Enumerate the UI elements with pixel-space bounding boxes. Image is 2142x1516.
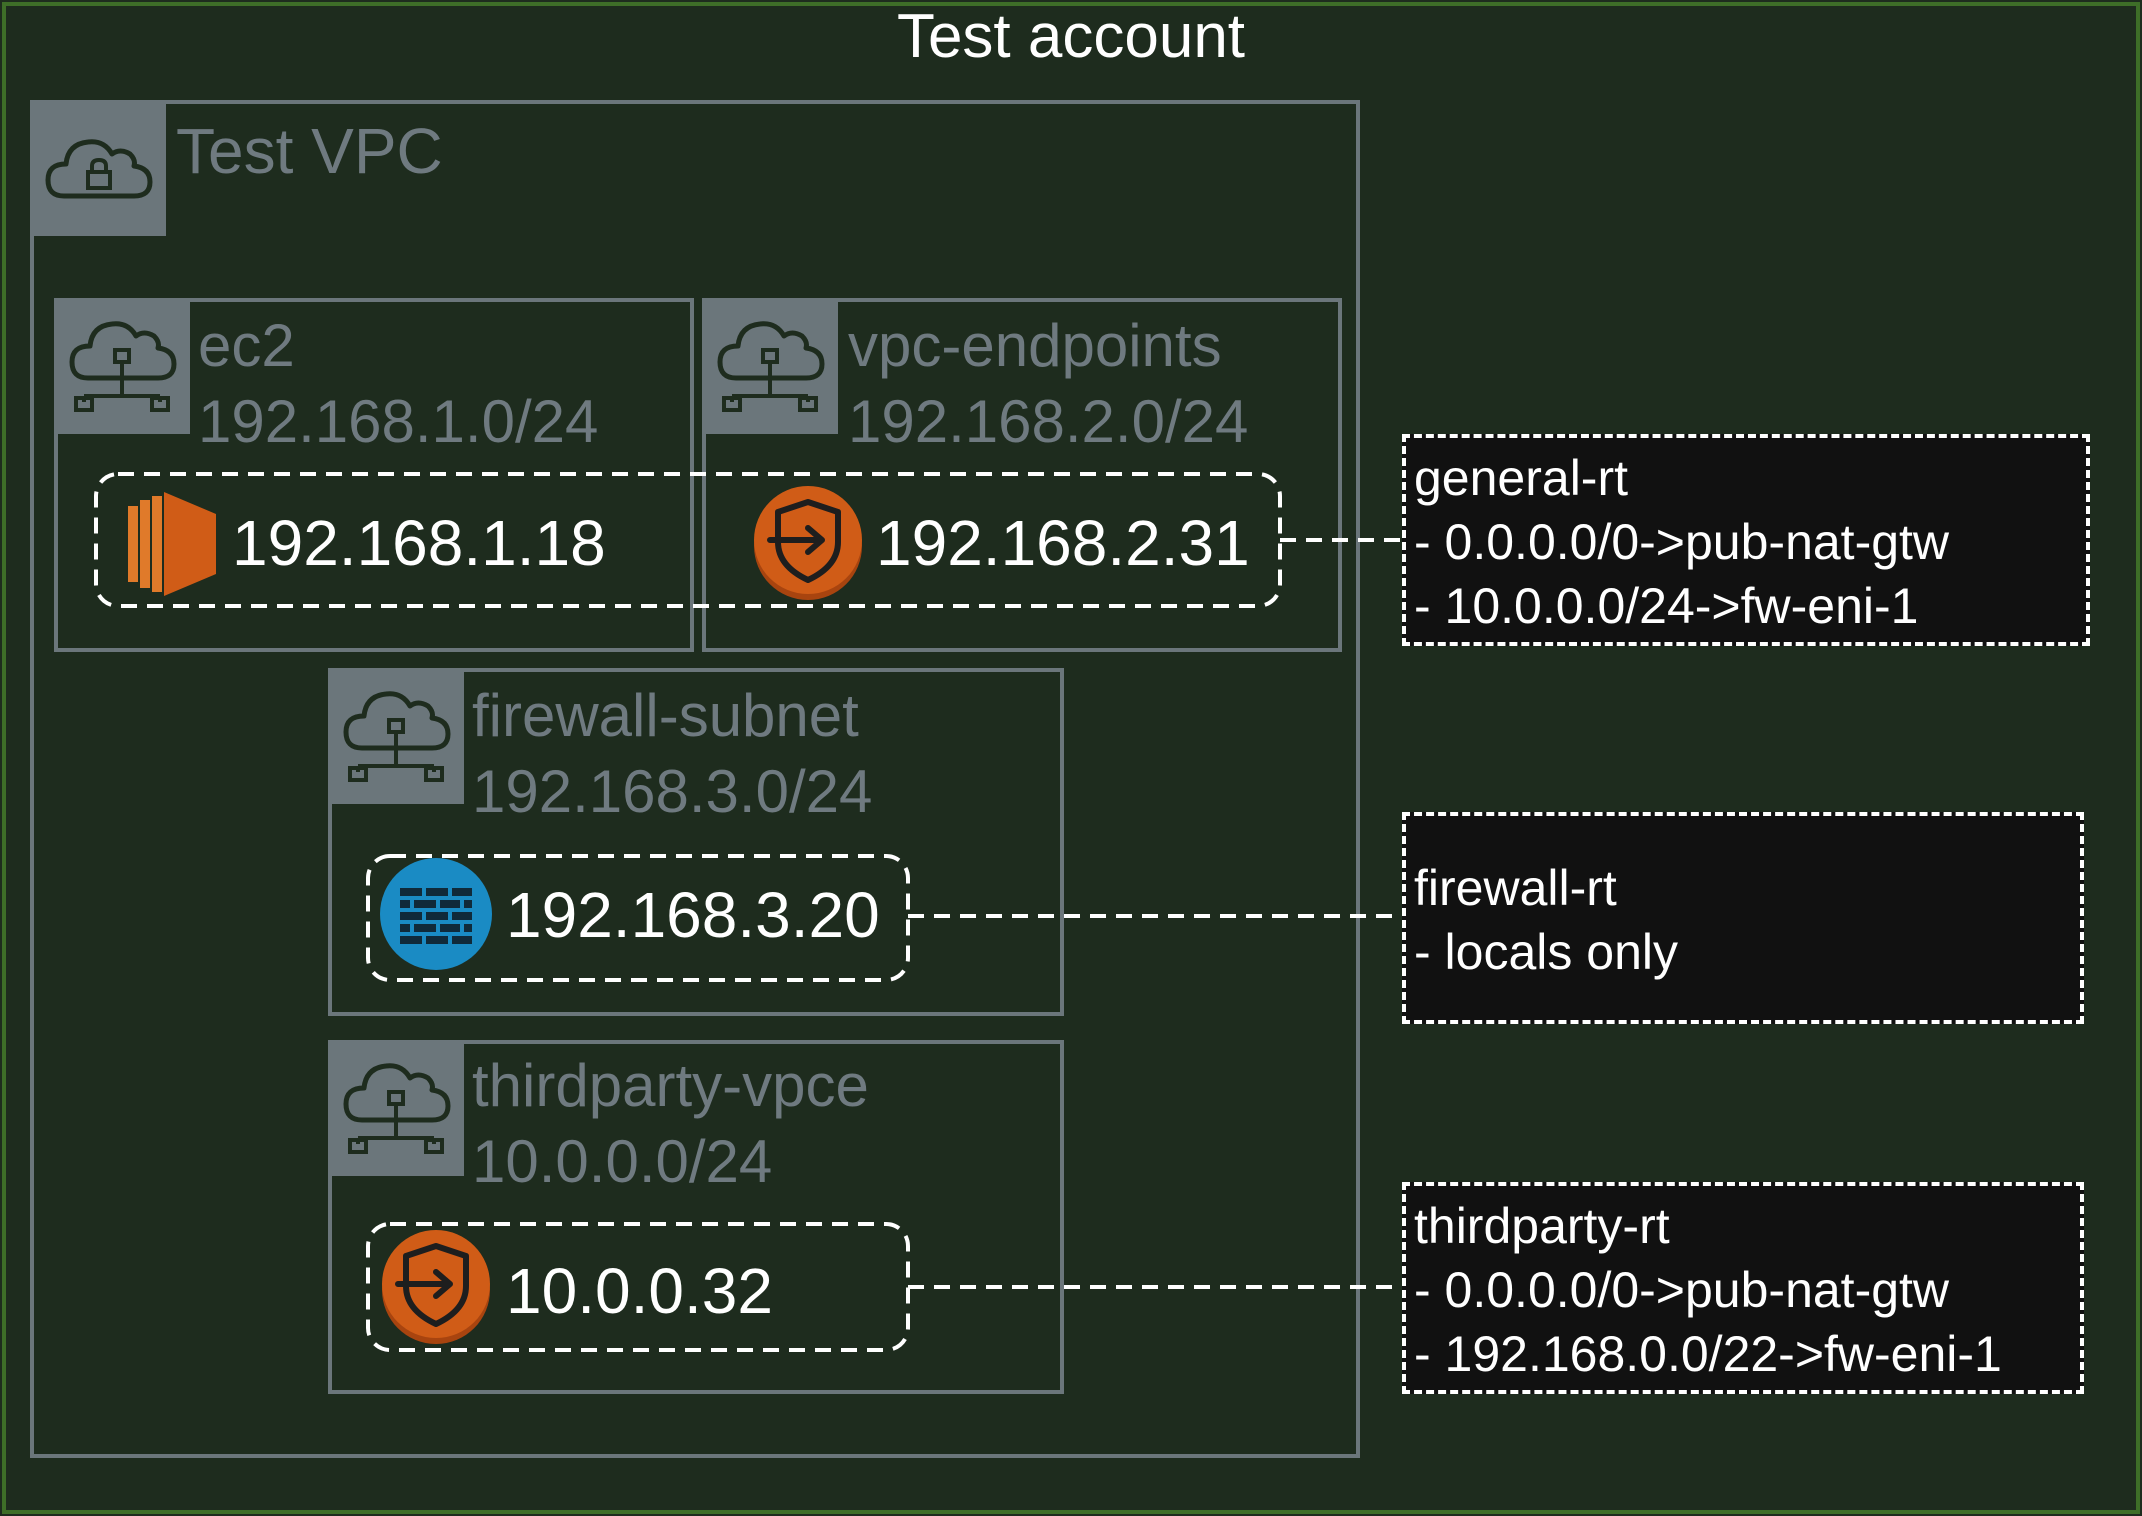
vpc-endpoint-ip: 192.168.2.31 <box>876 507 1250 579</box>
route-table-firewall[interactable]: firewall-rt - locals only <box>1402 812 2084 1024</box>
subnet-name-firewall: firewall-subnet <box>472 682 859 749</box>
subnet-name-thirdparty: thirdparty-vpce <box>472 1052 869 1119</box>
subnet-thirdparty <box>328 1040 1064 1394</box>
account-title: Test account <box>896 2 1246 71</box>
vpc-endpoint-shield-icon[interactable] <box>378 1228 494 1349</box>
subnet-cidr-firewall: 192.168.3.0/24 <box>472 758 873 825</box>
firewall-brick-icon[interactable] <box>378 856 494 977</box>
vpc-container <box>30 100 1360 1458</box>
vpc-title: Test VPC <box>176 115 443 187</box>
route-table-title: thirdparty-rt <box>1414 1198 1670 1254</box>
thirdparty-eni-group <box>366 1222 910 1352</box>
route-table-thirdparty[interactable]: thirdparty-rt - 0.0.0.0/0->pub-nat-gtw -… <box>1402 1182 2084 1394</box>
firewall-eni-group <box>366 854 910 982</box>
ec2-instance-icon[interactable] <box>126 492 218 601</box>
subnet-firewall <box>328 668 1064 1016</box>
subnet-name-vpc-endpoints: vpc-endpoints <box>848 312 1222 379</box>
vpc-endpoint-shield-icon[interactable] <box>750 484 866 605</box>
subnet-cloud-network-icon <box>702 298 838 434</box>
subnet-cidr-vpc-endpoints: 192.168.2.0/24 <box>848 388 1249 455</box>
vpc-cloud-lock-icon <box>30 100 166 236</box>
route-entry: - 192.168.0.0/22->fw-eni-1 <box>1414 1326 2002 1382</box>
subnet-cloud-network-icon <box>328 668 464 804</box>
thirdparty-endpoint-ip: 10.0.0.32 <box>506 1255 773 1327</box>
route-table-title: general-rt <box>1414 450 1628 506</box>
subnet-cloud-network-icon <box>54 298 190 434</box>
subnet-name-ec2: ec2 <box>198 312 295 379</box>
subnet-cidr-ec2: 192.168.1.0/24 <box>198 388 599 455</box>
ec2-instance-ip: 192.168.1.18 <box>232 507 606 579</box>
firewall-endpoint-ip: 192.168.3.20 <box>506 879 880 951</box>
route-entry: - 0.0.0.0/0->pub-nat-gtw <box>1414 514 1950 570</box>
route-entry: - 10.0.0.0/24->fw-eni-1 <box>1414 578 1919 634</box>
subnet-cloud-network-icon <box>328 1040 464 1176</box>
route-entry: - locals only <box>1414 924 1678 980</box>
route-table-title: firewall-rt <box>1414 860 1617 916</box>
subnet-cidr-thirdparty: 10.0.0.0/24 <box>472 1128 773 1195</box>
route-table-general[interactable]: general-rt - 0.0.0.0/0->pub-nat-gtw - 10… <box>1402 434 2090 646</box>
route-entry: - 0.0.0.0/0->pub-nat-gtw <box>1414 1262 1950 1318</box>
